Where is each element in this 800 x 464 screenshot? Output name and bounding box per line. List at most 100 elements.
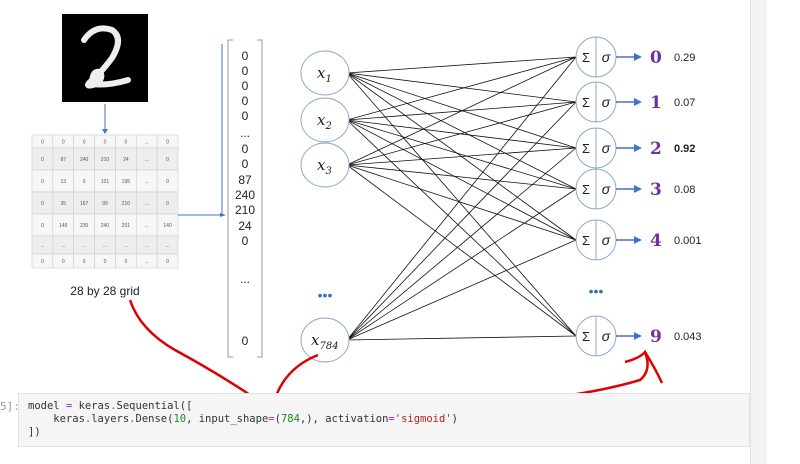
digit-two-stroke — [81, 25, 131, 89]
connection-line — [346, 56, 577, 121]
output-digit: 4 — [650, 231, 662, 251]
input-label: x784 — [311, 331, 339, 352]
grid-cell-value: 167 — [80, 201, 89, 207]
connection-line — [346, 72, 577, 149]
grid-cell-value: 210 — [101, 157, 110, 163]
sum-symbol: Σ — [582, 141, 590, 156]
grid-cell-value: 0 — [41, 259, 44, 265]
vector-value: 0 — [242, 142, 249, 156]
grid-cell-value: 240 — [101, 223, 110, 229]
connection-line — [346, 164, 577, 337]
input-label: x2 — [317, 111, 332, 132]
sigma-symbol: σ — [602, 140, 611, 156]
output-digit: 3 — [650, 180, 662, 200]
grid-cell-value: 0 — [166, 201, 169, 207]
grid-cell-value: ... — [145, 140, 149, 146]
grid-cell-value: ... — [124, 243, 128, 249]
connection-line — [346, 101, 577, 341]
vector-value: 0 — [242, 94, 249, 108]
grid-cell-value: 230 — [80, 223, 89, 229]
grid-cell-value: 0 — [166, 179, 169, 185]
output-probability: 0.001 — [674, 235, 702, 247]
output-probability: 0.92 — [674, 143, 695, 155]
connection-line — [346, 188, 577, 341]
grid-cell-value: 0 — [166, 259, 169, 265]
input-node — [300, 50, 350, 96]
input-label: x1 — [317, 64, 332, 85]
connection-line — [346, 72, 577, 103]
grid-cell-value: 0 — [124, 140, 127, 146]
output-digit: 2 — [650, 139, 662, 159]
sigma-symbol: σ — [602, 94, 611, 110]
sum-symbol: Σ — [582, 329, 590, 344]
grid-cell-value: ... — [145, 157, 149, 163]
vector-value: 0 — [242, 79, 249, 93]
connection-line — [346, 56, 577, 74]
grid-cell-value: 0 — [41, 223, 44, 229]
grid-cell-value: 195 — [122, 179, 131, 185]
vector-value: 240 — [235, 188, 255, 202]
output-probability: 0.043 — [674, 331, 702, 343]
grid-cell-value: 24 — [123, 157, 129, 163]
connection-line — [346, 147, 577, 166]
vector-value: 0 — [242, 234, 249, 248]
output-probability: 0.29 — [674, 52, 695, 64]
grid-cell — [156, 253, 179, 269]
vector-value: ... — [240, 272, 250, 286]
connection-line — [346, 119, 577, 149]
sigma-symbol: σ — [602, 49, 611, 65]
grid-cell-value: 240 — [80, 157, 89, 163]
sum-symbol: Σ — [582, 95, 590, 110]
vector-value: 0 — [242, 157, 249, 171]
grid-cell-value: 0 — [83, 259, 86, 265]
connection-line — [346, 164, 577, 241]
grid-cell-value: 0 — [166, 140, 169, 146]
vector-value: ... — [240, 126, 250, 140]
grid-cell-value: 0 — [41, 140, 44, 146]
connection-line — [346, 335, 577, 341]
grid-cell-value: 0 — [41, 157, 44, 163]
vector-bracket-left — [227, 39, 233, 358]
cell-prompt: 5]: — [0, 400, 20, 413]
sum-symbol: Σ — [582, 50, 590, 65]
sigma-symbol: σ — [602, 328, 611, 344]
output-probability: 0.07 — [674, 97, 695, 109]
input-node — [300, 142, 350, 188]
connections — [346, 56, 577, 341]
connection-line — [346, 119, 577, 241]
scrollbar[interactable] — [750, 0, 767, 464]
output-probability: 0.08 — [674, 184, 695, 196]
connection-line — [346, 72, 577, 337]
grid-cell-value: ... — [40, 243, 44, 249]
grid-cell-value: 0 — [124, 259, 127, 265]
grid-cell-value: ... — [103, 243, 107, 249]
code-cell[interactable]: model = keras.Sequential([ keras.layers.… — [18, 393, 750, 447]
grid-cell-value: ... — [145, 201, 149, 207]
connection-line — [346, 56, 577, 341]
grid-cell-value: 210 — [122, 201, 131, 207]
vector-value: 87 — [238, 173, 252, 187]
sigma-symbol: σ — [602, 181, 611, 197]
grid-cell-value: 101 — [101, 179, 110, 185]
connection-line — [346, 101, 577, 166]
connection-line — [346, 72, 577, 190]
output-digit: 0 — [650, 48, 662, 68]
grid-cell-value: 0 — [83, 140, 86, 146]
vector-value: 210 — [235, 203, 255, 217]
grid-cell-value: ... — [61, 243, 65, 249]
vector-value: 0 — [242, 49, 249, 63]
connection-line — [346, 119, 577, 337]
vector-bracket-right — [257, 39, 263, 358]
grid-cell-value: ... — [165, 243, 169, 249]
output-digit: 1 — [650, 93, 662, 113]
grid-cell-value: 0 — [41, 201, 44, 207]
grid-cell-value: ... — [145, 259, 149, 265]
grid-cell-value: 87 — [61, 157, 67, 163]
input-node — [300, 317, 350, 363]
grid-cell-value: 35 — [61, 201, 67, 207]
grid-cell-value: 99 — [102, 201, 108, 207]
input-ellipsis: ••• — [318, 287, 333, 303]
